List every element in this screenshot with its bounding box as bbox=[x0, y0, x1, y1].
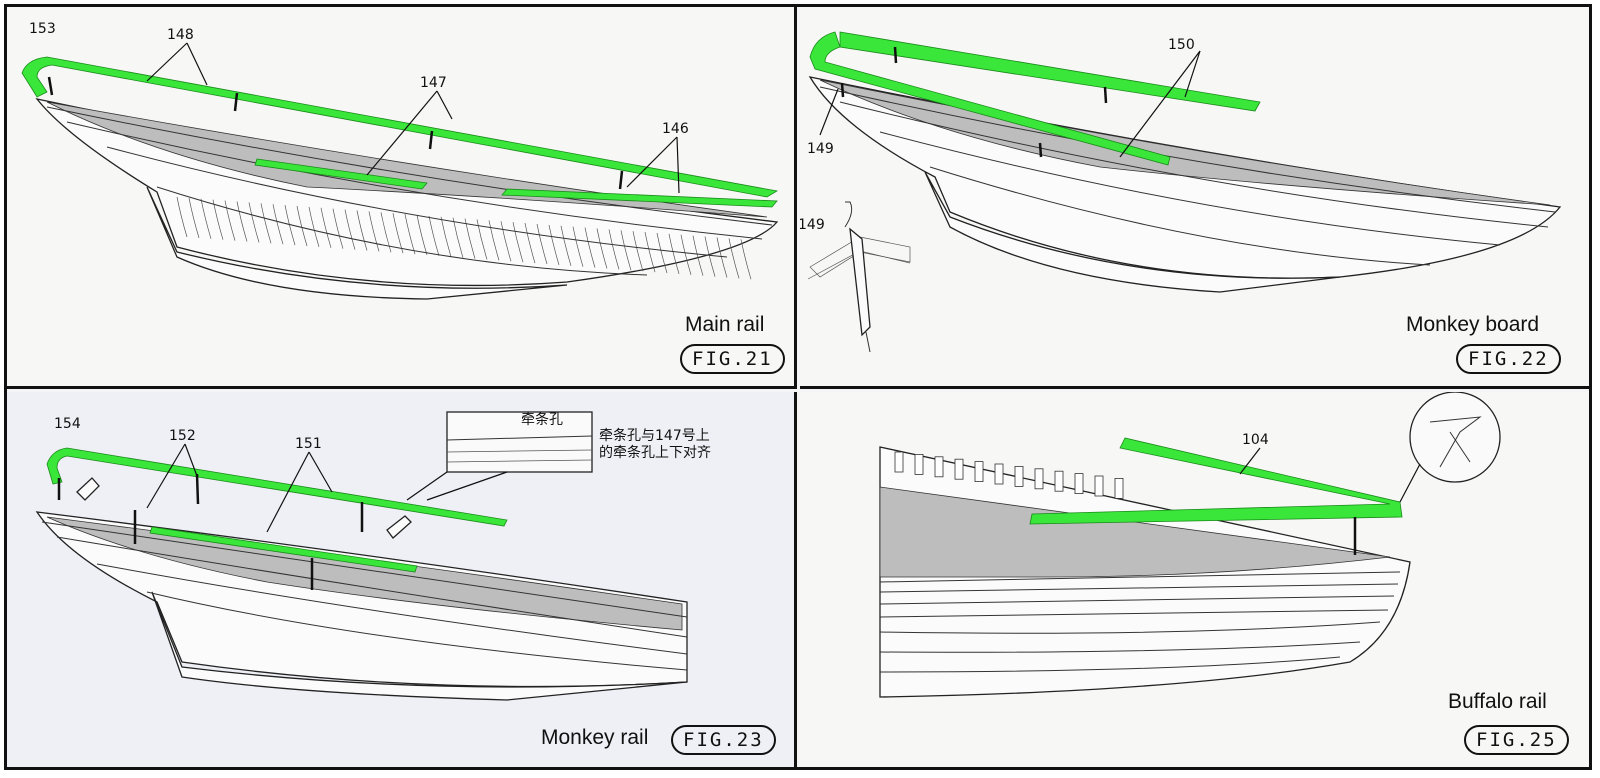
part-number-149: 149 bbox=[807, 141, 834, 157]
part-number-149-detail: 149 bbox=[800, 217, 825, 233]
panel-caption: Monkey board bbox=[1406, 313, 1540, 336]
panel-main-rail: 153 148 147 146 Main rail FIG.21 bbox=[7, 7, 797, 389]
figure-label: FIG.22 bbox=[1456, 344, 1561, 374]
figure-label: FIG.23 bbox=[671, 725, 776, 755]
assembly-note-line-1: 牵条孔与147号上 bbox=[599, 428, 710, 444]
part-number-104: 104 bbox=[1242, 432, 1269, 448]
part-number-147: 147 bbox=[420, 75, 447, 91]
main-rail-illustration: 153 148 147 146 bbox=[21, 21, 779, 300]
part-number-148: 148 bbox=[167, 27, 194, 43]
part-number-154: 154 bbox=[54, 416, 81, 432]
inset-hole-label: 牵条孔 bbox=[521, 411, 563, 428]
panel-caption: Buffalo rail bbox=[1448, 690, 1547, 713]
part-number-152: 152 bbox=[169, 428, 196, 444]
panel-buffalo-rail: 104 Buffalo rail FIG.25 bbox=[800, 392, 1589, 767]
part-number-146: 146 bbox=[662, 121, 689, 137]
buffalo-rail-illustration: 104 bbox=[879, 392, 1501, 698]
part-number-153: 153 bbox=[29, 21, 56, 37]
assembly-note-line-2: 的牵条孔上下对齐 bbox=[599, 445, 711, 461]
monkey-rail-illustration: 154 152 151 牵条孔 bbox=[35, 411, 688, 701]
panel-monkey-rail: 154 152 151 牵条孔 牵条孔与147号上 的牵条孔上下对齐 Monke… bbox=[7, 392, 797, 767]
figure-label: FIG.25 bbox=[1464, 725, 1569, 755]
part-number-150: 150 bbox=[1168, 37, 1195, 53]
panel-caption: Monkey rail bbox=[541, 726, 649, 749]
panel-monkey-board: 150 149 149 Monkey board FIG.22 bbox=[800, 7, 1589, 389]
figure-label: FIG.21 bbox=[680, 344, 785, 374]
part-number-151: 151 bbox=[295, 436, 322, 452]
panel-caption: Main rail bbox=[685, 313, 765, 336]
monkey-board-illustration: 150 149 149 bbox=[800, 31, 1562, 353]
